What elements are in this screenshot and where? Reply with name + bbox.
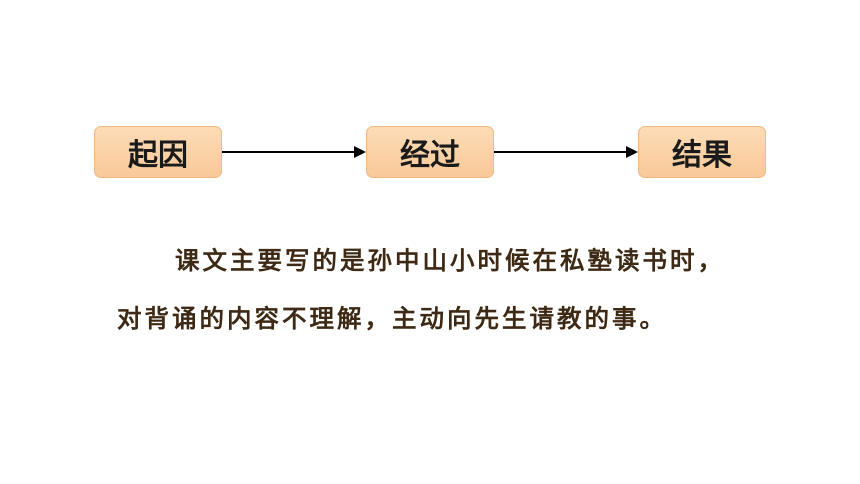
- flow-step-result-label: 结果: [672, 138, 732, 173]
- flow-step-result: 结果: [638, 126, 766, 178]
- flow-step-cause: 起因: [94, 126, 222, 178]
- summary-text: 课文主要写的是孙中山小时候在私塾读书时，对背诵的内容不理解，主动向先生请教的事。: [117, 246, 725, 333]
- flow-step-process-label: 经过: [400, 138, 460, 173]
- right-arrow-icon: [494, 146, 638, 158]
- summary-paragraph: 课文主要写的是孙中山小时候在私塾读书时，对背诵的内容不理解，主动向先生请教的事。: [117, 232, 747, 348]
- flow-step-cause-label: 起因: [128, 138, 188, 173]
- flow-step-process: 经过: [366, 126, 494, 178]
- right-arrow-icon: [222, 146, 366, 158]
